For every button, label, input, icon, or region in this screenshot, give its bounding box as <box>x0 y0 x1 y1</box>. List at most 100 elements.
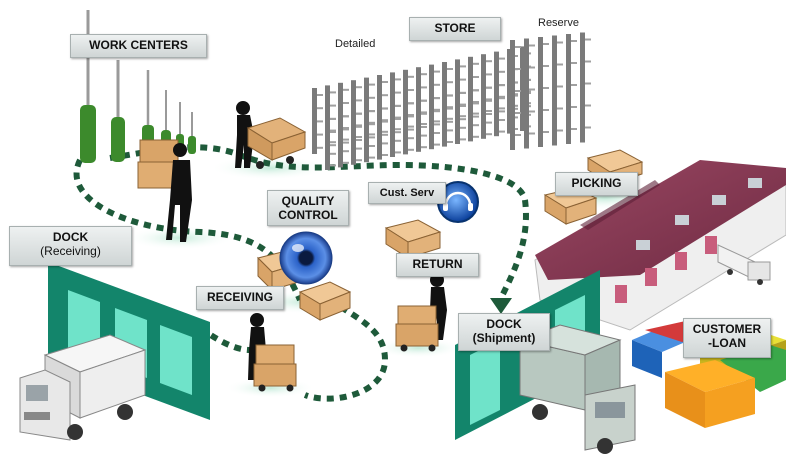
rack-shelf <box>421 126 427 128</box>
rack-shelf <box>486 121 492 124</box>
rack-shelf <box>486 73 492 76</box>
rack-shelf <box>486 110 492 112</box>
rack-upright <box>364 104 369 163</box>
rack-shelf <box>434 97 440 100</box>
rack-shelf <box>557 129 563 132</box>
flow-arrow-head <box>490 298 512 314</box>
rack-shelf <box>382 107 388 110</box>
rack-shelf <box>382 94 388 97</box>
rack-shelf <box>408 75 414 78</box>
rack-shelf <box>330 118 336 120</box>
rack-shelf <box>330 144 336 147</box>
rack-shelf <box>317 146 323 149</box>
rack-shelf <box>356 125 362 128</box>
customer-loan-line2: -LOAN <box>708 336 746 350</box>
rack-shelf <box>473 89 479 92</box>
rack-shelf <box>460 126 466 129</box>
rack-shelf <box>585 82 591 85</box>
rack-shelf <box>330 141 336 144</box>
rack-shelf <box>395 116 401 119</box>
rack-upright <box>494 78 499 137</box>
rack-shelf <box>343 128 349 131</box>
quality-control-label: QUALITY CONTROL <box>267 190 349 226</box>
rack-shelf <box>515 68 521 70</box>
rack-shelf <box>460 105 466 107</box>
rack-shelf <box>473 62 479 65</box>
rack-shelf <box>369 136 375 139</box>
rack-shelf <box>343 161 349 164</box>
worker-return <box>395 273 447 352</box>
rack-shelf <box>529 66 535 69</box>
rack-shelf <box>343 150 349 153</box>
rack-shelf <box>382 154 388 156</box>
rack-shelf <box>447 81 453 84</box>
rack-shelf <box>460 92 466 94</box>
dock-receiving-line2: (Receiving) <box>40 244 101 258</box>
rack-shelf <box>460 103 466 106</box>
rack-shelf <box>486 60 492 63</box>
rack-shelf <box>434 132 440 134</box>
rack-shelf <box>447 107 453 110</box>
picking-label: PICKING <box>555 172 638 196</box>
rack-shelf <box>356 136 362 138</box>
rack-shelf <box>447 120 453 123</box>
rack-shelf <box>343 115 349 118</box>
rack-shelf <box>408 148 414 151</box>
rack-upright <box>455 86 460 144</box>
rack-shelf <box>369 83 375 86</box>
rack-shelf <box>317 107 323 110</box>
rack-upright <box>481 80 486 139</box>
rack-shelf <box>343 88 349 91</box>
rack-shelf <box>473 112 479 115</box>
rack-upright <box>312 88 317 154</box>
rack-shelf <box>557 41 563 44</box>
rack-shelf <box>395 118 401 120</box>
rack-shelf <box>421 134 427 137</box>
rack-shelf <box>395 91 401 94</box>
rack-upright <box>538 37 543 147</box>
eye-icon <box>279 231 333 285</box>
rack-shelf <box>421 86 427 89</box>
worker-pushing-cart <box>235 101 307 169</box>
dock-shipment-line1: DOCK <box>486 317 522 331</box>
store-text: STORE <box>434 21 476 35</box>
rack-upright <box>442 88 447 147</box>
rack-upright <box>403 96 408 155</box>
receiving-label: RECEIVING <box>196 286 284 310</box>
rack-shelf <box>529 88 535 91</box>
rack-shelf <box>395 131 401 134</box>
rack-shelf <box>408 115 414 118</box>
rack-shelf <box>529 110 535 113</box>
rack-shelf <box>382 119 388 122</box>
rack-shelf <box>460 118 466 121</box>
rack-shelf <box>473 115 479 118</box>
dock-receiving-line1: DOCK <box>52 230 89 244</box>
rack-shelf <box>369 96 375 99</box>
rack-shelf <box>369 145 375 147</box>
rack-shelf <box>499 95 505 98</box>
rack-shelf <box>421 123 427 125</box>
picking-text: PICKING <box>571 176 622 190</box>
rack-shelf <box>515 134 521 136</box>
rack-shelf <box>447 117 453 120</box>
rack-shelf <box>408 89 414 91</box>
rack-shelf <box>369 156 375 159</box>
rack-shelf <box>356 124 362 127</box>
rack-shelf <box>557 85 563 88</box>
rack-upright <box>580 32 585 143</box>
rack-shelf <box>557 63 563 66</box>
rack-shelf <box>543 65 549 67</box>
rack-shelf <box>382 133 388 136</box>
rack-shelf <box>434 120 440 123</box>
rack-shelf <box>395 139 401 142</box>
rack-shelf <box>434 123 440 126</box>
shipment-truck <box>518 324 636 454</box>
rack-shelf <box>395 105 401 107</box>
rack-shelf <box>421 146 427 149</box>
customer-loan-line1: CUSTOMER <box>692 322 762 336</box>
rack-shelf <box>317 94 323 96</box>
quality-control-line2: CONTROL <box>278 208 338 222</box>
rack-shelf <box>343 127 349 129</box>
rack-upright <box>429 91 434 150</box>
